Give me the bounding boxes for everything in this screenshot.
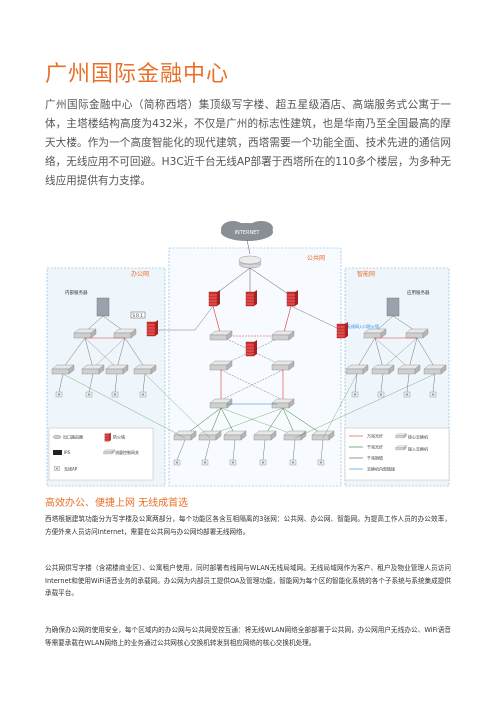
legend-label: 无线AP	[64, 466, 78, 472]
core-switch-icon	[271, 360, 295, 371]
app-server-label: 应用服务器	[407, 289, 430, 296]
legend-label: 流量控制网关	[115, 449, 139, 455]
firewall-icon	[208, 289, 221, 307]
wlan-firewall-label: 无线网入口防火墙	[347, 323, 379, 329]
office-network: 内部服务器 S R 1	[51, 289, 214, 439]
legend-label: IPS	[64, 450, 71, 455]
server-icon	[96, 297, 110, 317]
core-switch-icon	[271, 398, 295, 409]
router-icon	[238, 255, 262, 269]
legend-left: 出口路由器 防火墙 IPS 流量控制网关 无线AP	[48, 427, 154, 481]
smart-network: 应用服务器 无线网入口防火墙	[290, 289, 447, 439]
body-paragraph: 为确保办公网的使用安全，每个区域内的办公网与公共网受控互通：将无线WLAN网络全…	[45, 626, 451, 647]
legend-right: 万兆光纤 千兆光纤 千兆铜缆 交换机内部链接 核心交换机 接入交换机	[344, 427, 450, 481]
firewall-icon	[336, 321, 349, 339]
core-switch-icon	[209, 360, 233, 371]
zone-smart-label: 智能网	[357, 270, 375, 278]
access-switch-icon	[395, 445, 407, 451]
intro-paragraph: 广州国际金融中心（简称西塔）集顶级写字楼、超五星级酒店、高端服务式公寓于一体，主…	[45, 99, 451, 187]
firewall-icon	[245, 339, 258, 357]
server-icon	[386, 297, 400, 317]
legend-label: 核心交换机	[408, 434, 428, 440]
firewall-tag: S R 1	[133, 313, 144, 318]
core-switch-icon	[209, 398, 233, 409]
legend-label: 出口路由器	[63, 434, 83, 440]
firewall-icon	[104, 432, 112, 442]
public-access-row	[173, 407, 335, 466]
core-switch-icon	[209, 330, 233, 341]
section-subtitle: 高效办公、便捷上网 无线成首选	[45, 498, 189, 509]
firewall-icon	[245, 289, 258, 307]
legend-label: 接入交换机	[408, 446, 428, 452]
legend-label: 万兆光纤	[367, 433, 383, 439]
zone-public	[168, 247, 342, 487]
body-paragraph: 公共网供写字楼（含裙楼商业区）、公寓租户使用，同时部署有线网与WLAN无线局域网…	[45, 564, 451, 597]
cloud-label: INTERNET	[235, 230, 261, 236]
legend-label: 千兆光纤	[367, 444, 383, 450]
network-diagram-svg: 办公网 公共网 智能网 INTERNET	[46, 221, 450, 487]
ips-icon	[53, 450, 62, 455]
gateway-icon	[103, 449, 115, 455]
network-diagram: 办公网 公共网 智能网 INTERNET	[45, 220, 451, 488]
zone-office-label: 办公网	[131, 270, 149, 278]
core-switch-icon	[271, 330, 295, 341]
legend-label: 交换机内部链接	[367, 466, 395, 472]
legend-label: 千兆铜缆	[367, 455, 383, 461]
zone-public-label: 公共网	[307, 254, 325, 262]
ap-icon	[53, 465, 61, 472]
firewall-icon	[286, 289, 299, 307]
page-title: 广州国际金融中心	[45, 62, 230, 87]
core-switch-icon	[395, 433, 407, 439]
internet-cloud-icon: INTERNET	[221, 221, 273, 241]
legend-label: 防火墙	[113, 434, 125, 440]
internal-server-label: 内部服务器	[65, 289, 88, 296]
firewall-icon	[146, 319, 159, 337]
router-icon	[52, 435, 62, 439]
body-paragraph: 西塔根据建筑功能分为写字楼及公寓两部分，每个功能区各含互相隔离的3张网：公共网、…	[45, 515, 451, 536]
